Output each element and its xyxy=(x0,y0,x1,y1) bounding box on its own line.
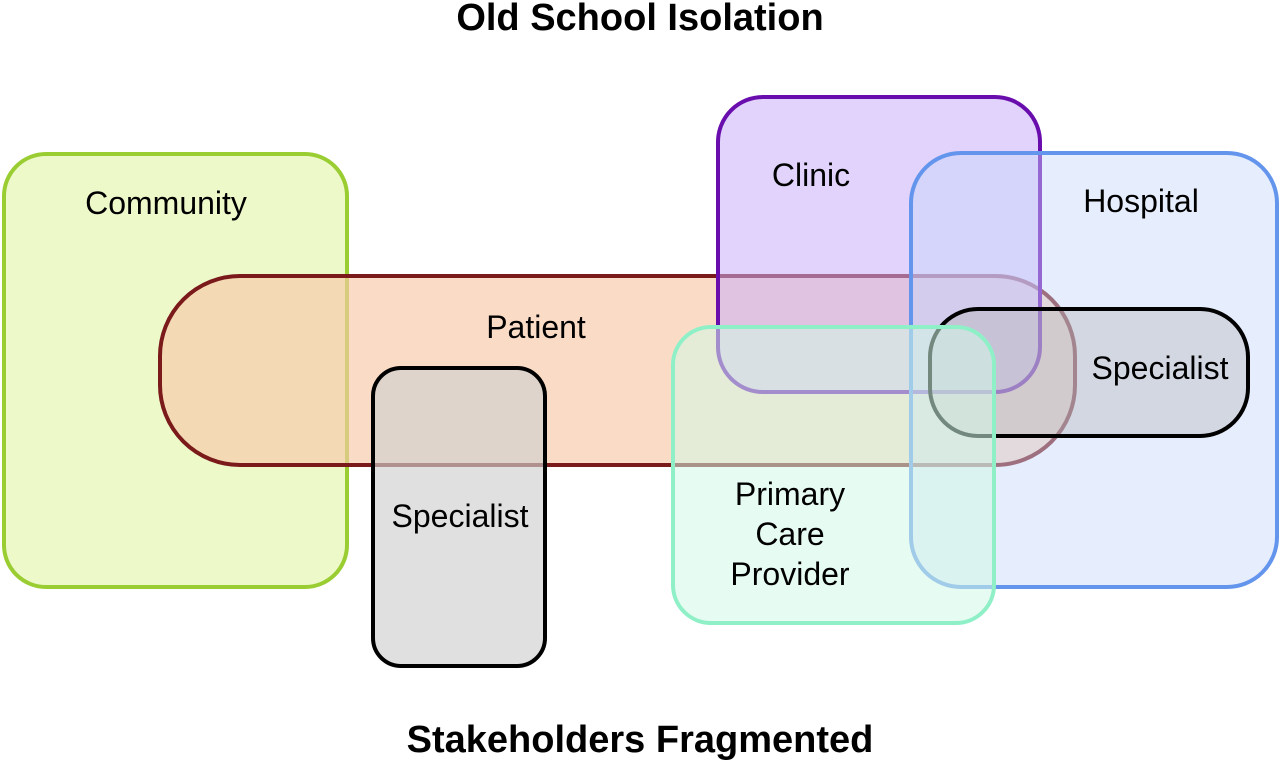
diagram-title: Old School Isolation xyxy=(456,0,823,39)
hospital-label: Hospital xyxy=(1083,183,1199,219)
specialist-right-label: Specialist xyxy=(1092,350,1229,386)
primary-care-label-line-1: Primary xyxy=(735,476,845,512)
primary-care-label-line-3: Provider xyxy=(730,556,850,592)
patient-label: Patient xyxy=(486,309,586,345)
specialist-left-label: Specialist xyxy=(392,498,529,534)
primary-care-box xyxy=(671,325,996,625)
clinic-label: Clinic xyxy=(772,157,850,193)
specialist-left-box xyxy=(371,366,547,668)
diagram-subtitle: Stakeholders Fragmented xyxy=(407,719,874,761)
primary-care-label-line-2: Care xyxy=(755,516,824,552)
community-label: Community xyxy=(85,185,247,221)
